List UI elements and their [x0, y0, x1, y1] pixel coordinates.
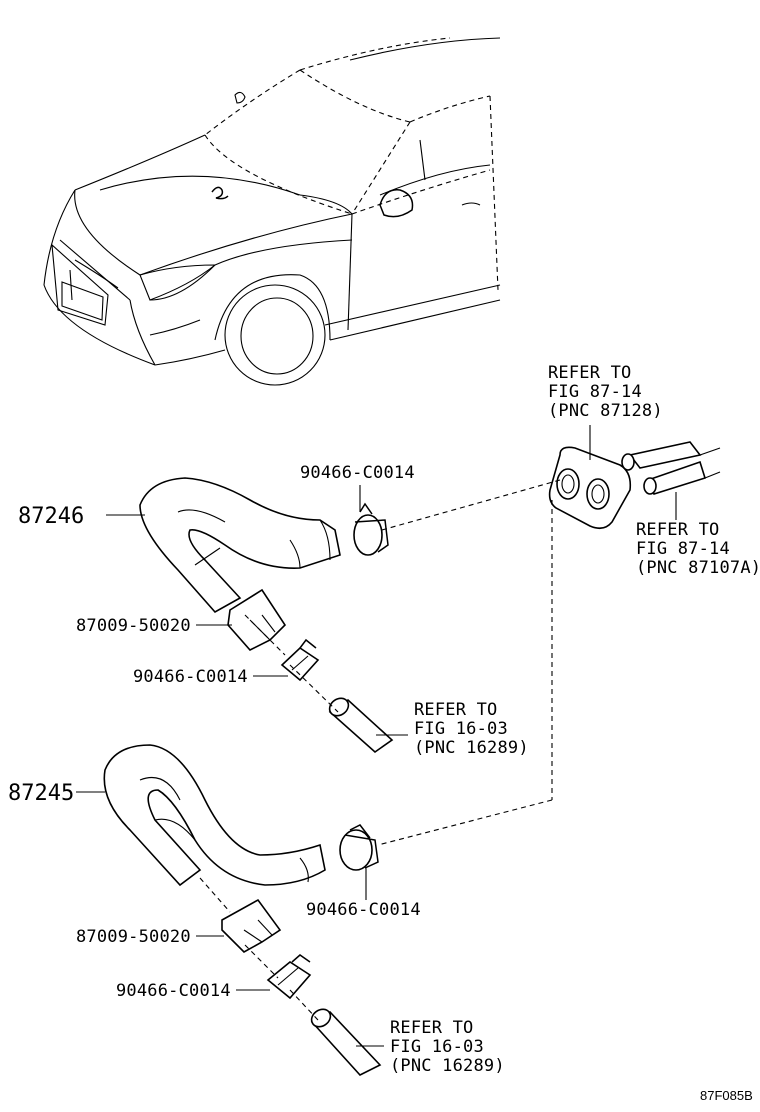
ref-bot-line1: REFER TO	[390, 1018, 473, 1038]
ref-bot-line2: FIG 16-03	[390, 1037, 484, 1057]
label-hose-87245: 87245	[8, 781, 74, 806]
ref-mid-line1: REFER TO	[414, 700, 497, 720]
clamp-upper-right	[353, 502, 389, 556]
ref-top-line1: REFER TO	[548, 363, 631, 383]
heater-pipes-87107A	[621, 441, 721, 495]
ref-top-line2: FIG 87-14	[548, 382, 642, 402]
leader-lines	[76, 425, 677, 1047]
pipe-16289-lower	[310, 1008, 382, 1076]
ref-top-line3: (PNC 87128)	[548, 401, 663, 421]
label-joint-lower: 87009-50020	[76, 927, 191, 947]
ref-right-label: REFER TO FIG 87-14 (PNC 87107A)	[636, 520, 760, 578]
connection-lines	[199, 479, 561, 1021]
label-clamp-upper: 90466-C0014	[300, 463, 415, 483]
ref-bot-label: REFER TO FIG 16-03 (PNC 16289)	[390, 1018, 505, 1076]
grommet-87128	[548, 446, 632, 530]
pipe-16289-upper	[328, 697, 394, 754]
ref-top-label: REFER TO FIG 87-14 (PNC 87128)	[548, 363, 663, 421]
joint-87009-lower	[221, 898, 282, 953]
clamp-lower-right	[339, 824, 379, 871]
ref-right-line1: REFER TO	[636, 520, 719, 540]
label-clamp-lower: 90466-C0014	[306, 900, 421, 920]
hose-87246	[139, 477, 341, 614]
label-hose-87246: 87246	[18, 504, 84, 529]
ref-mid-label: REFER TO FIG 16-03 (PNC 16289)	[414, 700, 529, 758]
figure-code: 87F085B	[700, 1088, 753, 1103]
ref-mid-line3: (PNC 16289)	[414, 738, 529, 758]
ref-mid-line2: FIG 16-03	[414, 719, 508, 739]
label-clamp-lower-lower: 90466-C0014	[116, 981, 231, 1001]
clamp-upper-lower	[280, 638, 320, 682]
ref-right-line2: FIG 87-14	[636, 539, 730, 559]
clamp-lower-lower	[266, 954, 312, 1000]
ref-bot-line3: (PNC 16289)	[390, 1056, 505, 1076]
ref-right-line3: (PNC 87107A)	[636, 558, 760, 578]
label-joint-upper: 87009-50020	[76, 616, 191, 636]
hose-87245	[103, 744, 326, 887]
label-clamp-upper-lower: 90466-C0014	[133, 667, 248, 687]
car-illustration	[43, 37, 501, 386]
